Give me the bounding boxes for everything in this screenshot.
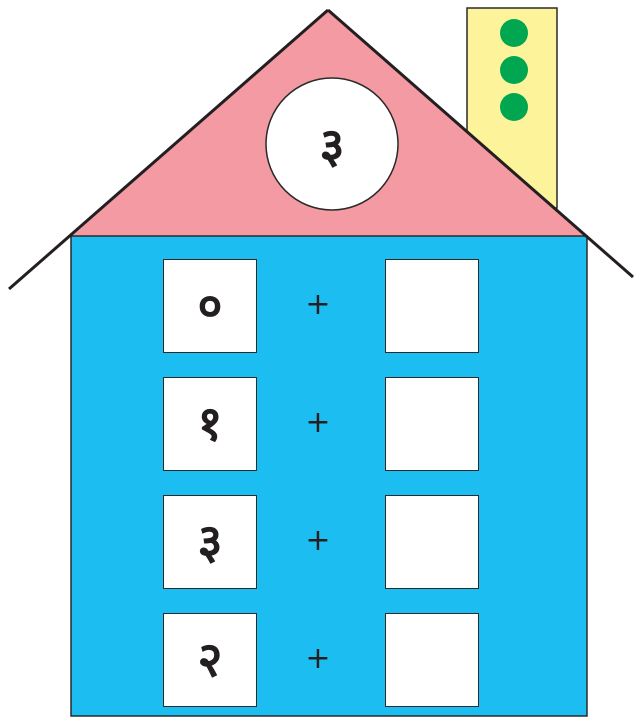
plus-sign: + (305, 404, 331, 440)
roof-edge-left (8, 8, 329, 291)
chimney-dot (500, 56, 528, 84)
addend-box: ० (163, 259, 257, 353)
answer-box[interactable] (385, 495, 479, 589)
roof-number: ३ (319, 117, 345, 174)
plus-sign: + (305, 522, 331, 558)
addend-box: २ (163, 613, 257, 707)
answer-box[interactable] (385, 613, 479, 707)
plus-sign: + (305, 640, 331, 676)
addend-box: ३ (163, 495, 257, 589)
answer-box[interactable] (385, 259, 479, 353)
answer-box[interactable] (385, 377, 479, 471)
chimney-dot (500, 93, 528, 121)
roof-circle (265, 77, 399, 211)
addend-box: १ (163, 377, 257, 471)
chimney-dot (500, 19, 528, 47)
plus-sign: + (305, 286, 331, 322)
house-wall (70, 235, 588, 717)
roof-edge-right (327, 8, 634, 279)
